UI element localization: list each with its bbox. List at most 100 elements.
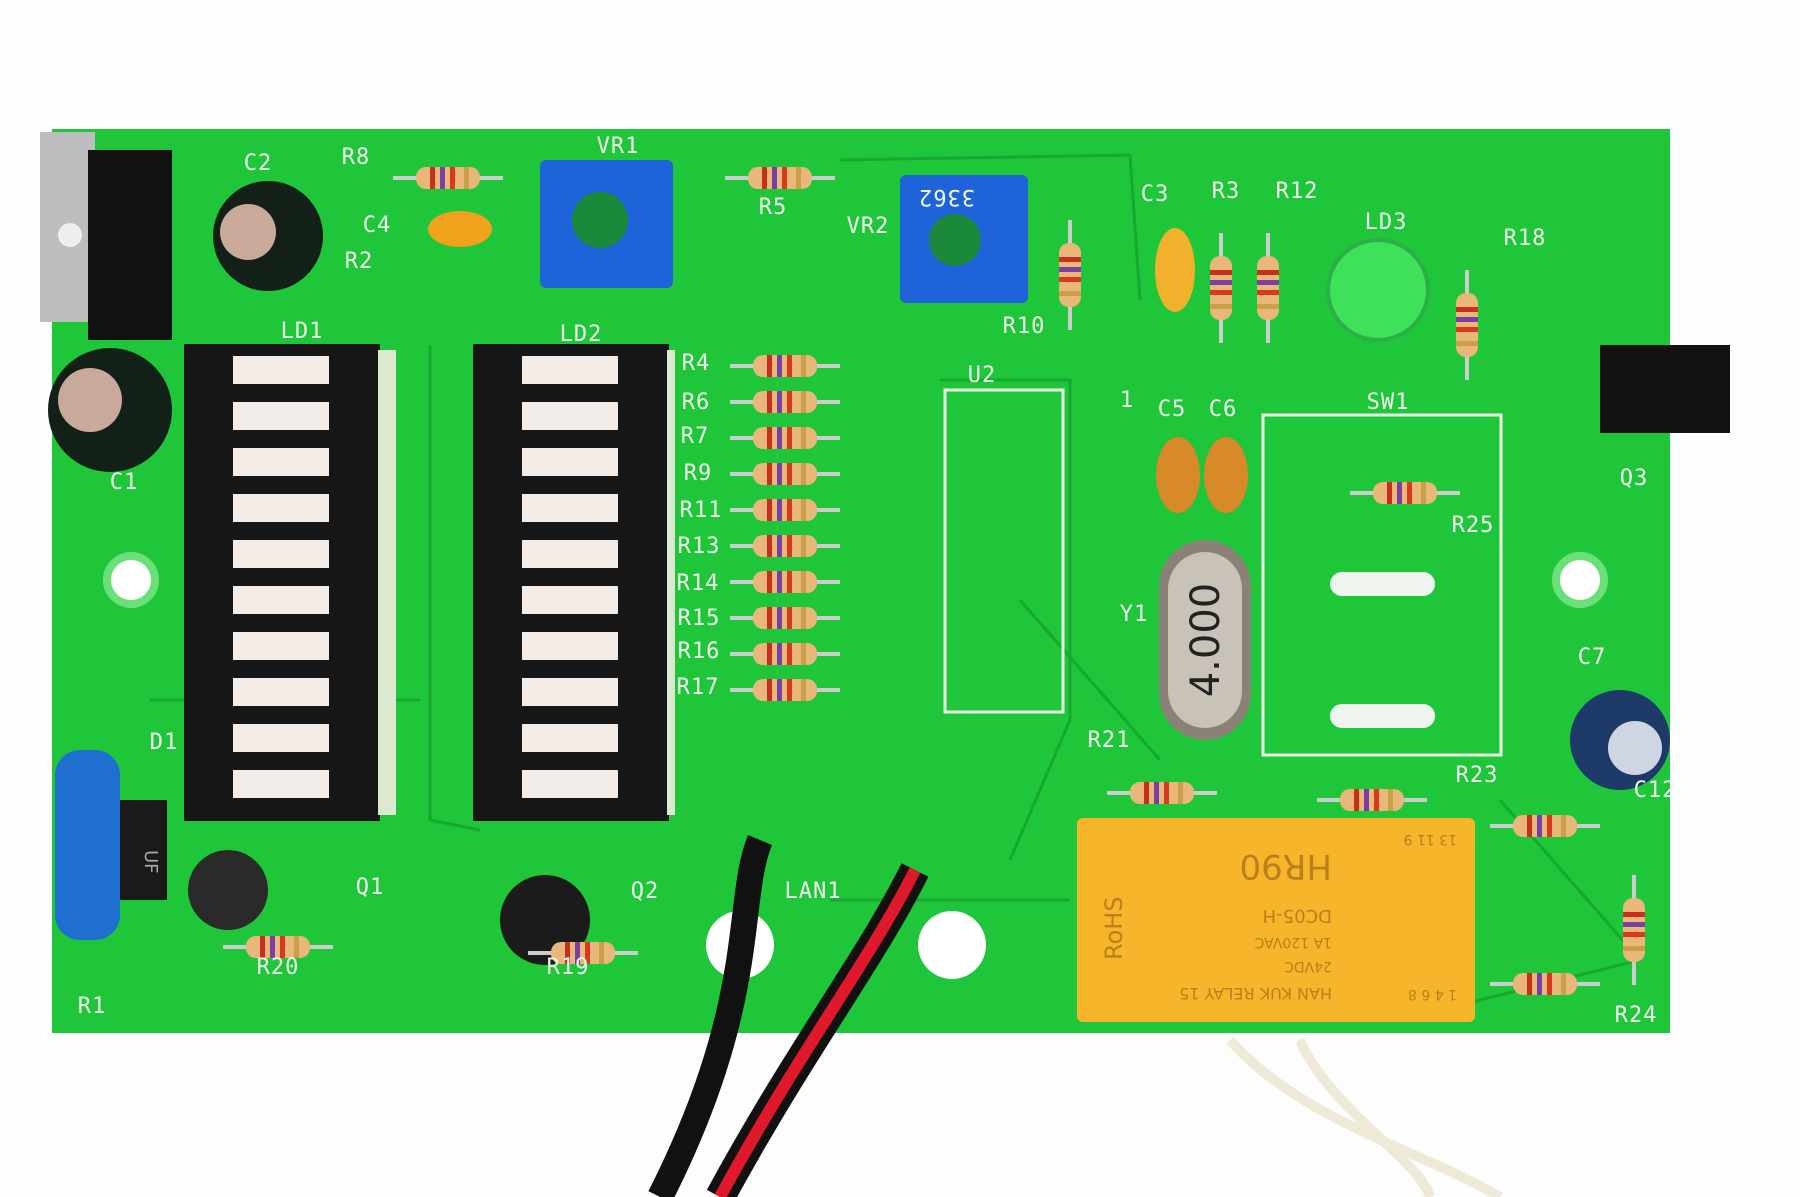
trimmer-vr2: 3362 [900, 175, 1028, 303]
silkscreen-label-y1: Y1 [1120, 602, 1149, 627]
silkscreen-label-ld1: LD1 [281, 319, 324, 344]
relay-model: HR90 [1240, 846, 1332, 886]
silkscreen-label-r18: R18 [1504, 226, 1547, 251]
voltage-regulator [40, 132, 172, 340]
led-bargraph-ld2 [473, 344, 675, 821]
wire-white [1295, 1037, 1435, 1197]
resistor [730, 643, 840, 665]
silkscreen-label-r25: R25 [1452, 513, 1495, 538]
trimmer-vr1 [540, 160, 673, 288]
ic-u2-outline [943, 388, 1065, 714]
led-segment [522, 402, 618, 430]
led-segment [522, 494, 618, 522]
connector-hole [918, 911, 986, 979]
led-segment [233, 632, 329, 660]
silkscreen-label-r7: R7 [681, 424, 710, 449]
wire-red-core [714, 867, 921, 1197]
resistor [1317, 789, 1427, 811]
capacitor-c5 [1156, 437, 1200, 513]
resistor [1623, 875, 1645, 985]
led-segment [233, 356, 329, 384]
resistor [1257, 233, 1279, 343]
resistor [1490, 815, 1600, 837]
resistor [1107, 782, 1217, 804]
silkscreen-label-r9: R9 [684, 461, 713, 486]
resistor [1059, 220, 1081, 330]
led-segment [233, 678, 329, 706]
silkscreen-label-r20: R20 [257, 955, 300, 980]
silkscreen-label-c6: C6 [1209, 397, 1238, 422]
relay-maker: HAN KUK RELAY 15 [1179, 984, 1332, 1003]
led-segment [233, 448, 329, 476]
silkscreen-label-r13: R13 [678, 534, 721, 559]
silkscreen-label-r10: R10 [1003, 314, 1046, 339]
resistor [730, 535, 840, 557]
silkscreen-label-r11: R11 [680, 498, 723, 523]
resistor [730, 499, 840, 521]
silkscreen-label-r5: R5 [759, 195, 788, 220]
relay-pins-bottom: 1 4 6 8 [1408, 986, 1457, 1002]
led-bargraph-ld1 [184, 344, 396, 821]
resistor [528, 942, 638, 964]
switch-sw1-outline [1261, 413, 1503, 757]
silkscreen-label-r21: R21 [1088, 728, 1131, 753]
relay-pins-top: 13 11 9 [1404, 831, 1457, 847]
crystal-marking: 4.000 [1183, 583, 1229, 698]
led-segment [522, 678, 618, 706]
resistor [223, 936, 333, 958]
relay-rating-dc: 24VDC [1284, 958, 1332, 974]
silkscreen-label-r12: R12 [1276, 179, 1319, 204]
silkscreen-label-r16: R16 [678, 639, 721, 664]
resistor [1350, 482, 1460, 504]
diode-marking: UF [140, 850, 161, 874]
relay-type: DC05-H [1263, 905, 1332, 926]
silkscreen-label-c7: C7 [1578, 645, 1607, 670]
silkscreen-label-lan1: LAN1 [785, 879, 842, 904]
mounting-hole [1552, 552, 1608, 608]
silkscreen-label-r2: R2 [345, 249, 374, 274]
silkscreen-label-c1: C1 [110, 470, 139, 495]
silkscreen-label-r19: R19 [547, 955, 590, 980]
silkscreen-label-c4: C4 [363, 213, 392, 238]
silkscreen-label-vr1: VR1 [597, 134, 640, 159]
resistor [730, 679, 840, 701]
capacitor-c7 [1570, 690, 1670, 790]
silkscreen-label-c3: C3 [1141, 182, 1170, 207]
mounting-hole [103, 552, 159, 608]
switch-slot [1330, 704, 1435, 728]
resistor [725, 167, 835, 189]
silkscreen-label-r15: R15 [678, 606, 721, 631]
resistor [1490, 973, 1600, 995]
trimmer-marking: 3362 [918, 184, 975, 209]
relay: 1 4 6 8 HAN KUK RELAY 15 24VDC 1A 120VAC… [1077, 818, 1475, 1022]
diode-d1: UF [117, 800, 167, 900]
relay-rating: 1A 120VAC [1254, 934, 1332, 950]
silkscreen-label-r14: R14 [677, 571, 720, 596]
silkscreen-label-d1: D1 [150, 730, 179, 755]
led-segment [522, 632, 618, 660]
led-segment [233, 724, 329, 752]
relay-rohs: RoHS [1100, 896, 1128, 960]
silkscreen-label-ld3: LD3 [1365, 210, 1408, 235]
silkscreen-label-c2: C2 [244, 151, 273, 176]
silkscreen-label-r17: R17 [677, 675, 720, 700]
led-segment [522, 448, 618, 476]
silkscreen-label-r6: R6 [682, 390, 711, 415]
resistor [730, 391, 840, 413]
resistor-r1 [55, 750, 120, 940]
led-segment [522, 724, 618, 752]
silkscreen-label-ld2: LD2 [560, 322, 603, 347]
transistor-q3 [1600, 345, 1730, 433]
silkscreen-label-sw1: SW1 [1367, 390, 1410, 415]
resistor [730, 571, 840, 593]
led-segment [233, 540, 329, 568]
resistor [1456, 270, 1478, 380]
wire-white [1226, 1036, 1503, 1197]
silkscreen-label-q2: Q2 [631, 879, 660, 904]
resistor [730, 355, 840, 377]
resistor [730, 607, 840, 629]
capacitor-c1 [48, 348, 172, 472]
capacitor-c2 [213, 181, 323, 291]
